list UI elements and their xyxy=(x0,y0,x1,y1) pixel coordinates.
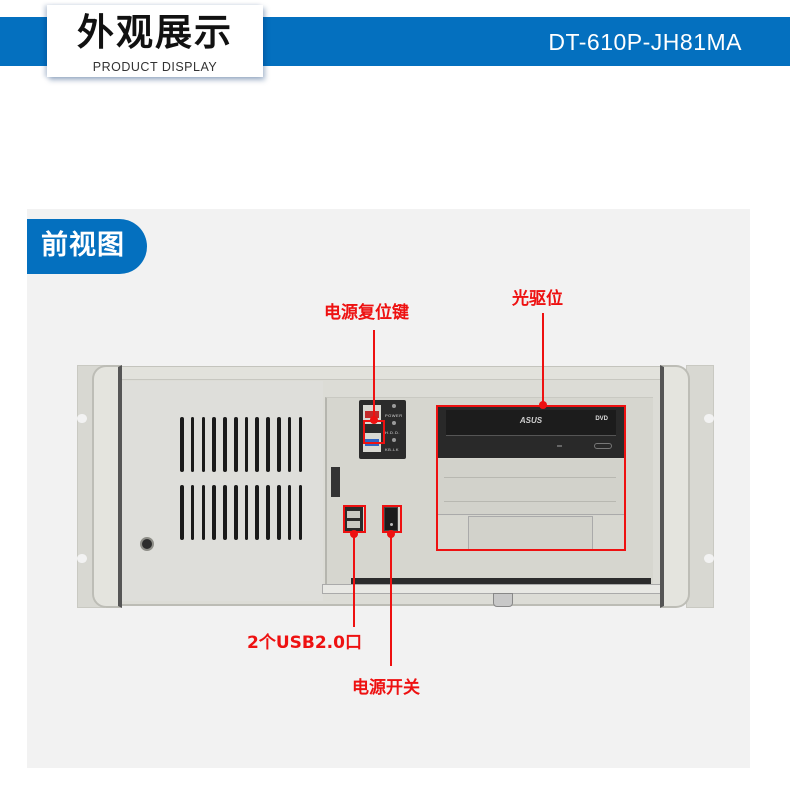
section-tab-front-view: 前视图 xyxy=(27,219,147,274)
vent-grille-upper xyxy=(180,417,303,472)
drive-bay-lower xyxy=(436,516,624,551)
rack-ear-right xyxy=(686,365,714,608)
eject-button[interactable] xyxy=(594,443,612,449)
power-indicator-icon xyxy=(390,523,393,526)
reset-button-face xyxy=(365,411,379,418)
power-led-icon xyxy=(392,404,396,408)
side-slot xyxy=(331,467,340,497)
kblk-led-icon xyxy=(392,438,396,442)
callout-line-reset xyxy=(373,330,375,420)
door-latch-icon xyxy=(493,593,513,607)
control-panel: POWER H.D.D. KB-LK xyxy=(359,400,406,459)
callout-label-usb: 2个USB2.0口 xyxy=(247,633,362,653)
mount-hole xyxy=(77,414,87,423)
led-label-kblk: KB-LK xyxy=(385,447,400,452)
header-subtitle: PRODUCT DISPLAY xyxy=(92,60,218,74)
drive-bay-cover xyxy=(436,459,624,515)
model-number: DT-610P-JH81MA xyxy=(548,29,742,55)
dvd-logo-icon: DVD xyxy=(595,416,608,422)
callout-line-optical-bay xyxy=(542,313,544,405)
led-label-power: POWER xyxy=(385,413,403,418)
drive-led-icon xyxy=(557,445,562,447)
chassis-top-rail xyxy=(118,367,664,380)
optical-drive: ASUS DVD xyxy=(436,407,624,458)
optical-drive-tray: ASUS DVD xyxy=(446,410,616,436)
callout-box-reset xyxy=(363,420,385,444)
door-lock-icon xyxy=(140,537,154,551)
usb-ports xyxy=(344,507,363,532)
usb-port-icon xyxy=(347,521,360,528)
callout-box-optical-bay xyxy=(436,405,626,551)
drive-brand: ASUS xyxy=(519,416,543,425)
mount-hole xyxy=(704,414,714,423)
callout-box-power-switch xyxy=(382,505,402,533)
usb-port-icon xyxy=(347,511,360,518)
handle-right xyxy=(660,365,690,608)
vent-grille-lower xyxy=(180,485,303,540)
hdd-led-icon xyxy=(392,421,396,425)
callout-label-optical-bay: 光驱位 xyxy=(512,289,563,309)
callout-label-reset: 电源复位键 xyxy=(324,303,409,323)
callout-label-power-switch: 电源开关 xyxy=(352,678,420,698)
door-seal-strip xyxy=(351,578,651,585)
header-title: 外观展示 xyxy=(77,11,233,54)
callout-line-power-switch xyxy=(390,534,392,666)
callout-box-usb xyxy=(343,505,366,533)
chassis-left-door xyxy=(118,381,323,601)
mount-hole xyxy=(77,554,87,563)
header-title-card: 外观展示 PRODUCT DISPLAY xyxy=(47,5,263,77)
led-label-hdd: H.D.D. xyxy=(385,430,400,435)
handle-left xyxy=(92,365,122,608)
mount-hole xyxy=(704,554,714,563)
callout-line-usb xyxy=(353,534,355,627)
section-tab-label: 前视图 xyxy=(41,230,125,261)
